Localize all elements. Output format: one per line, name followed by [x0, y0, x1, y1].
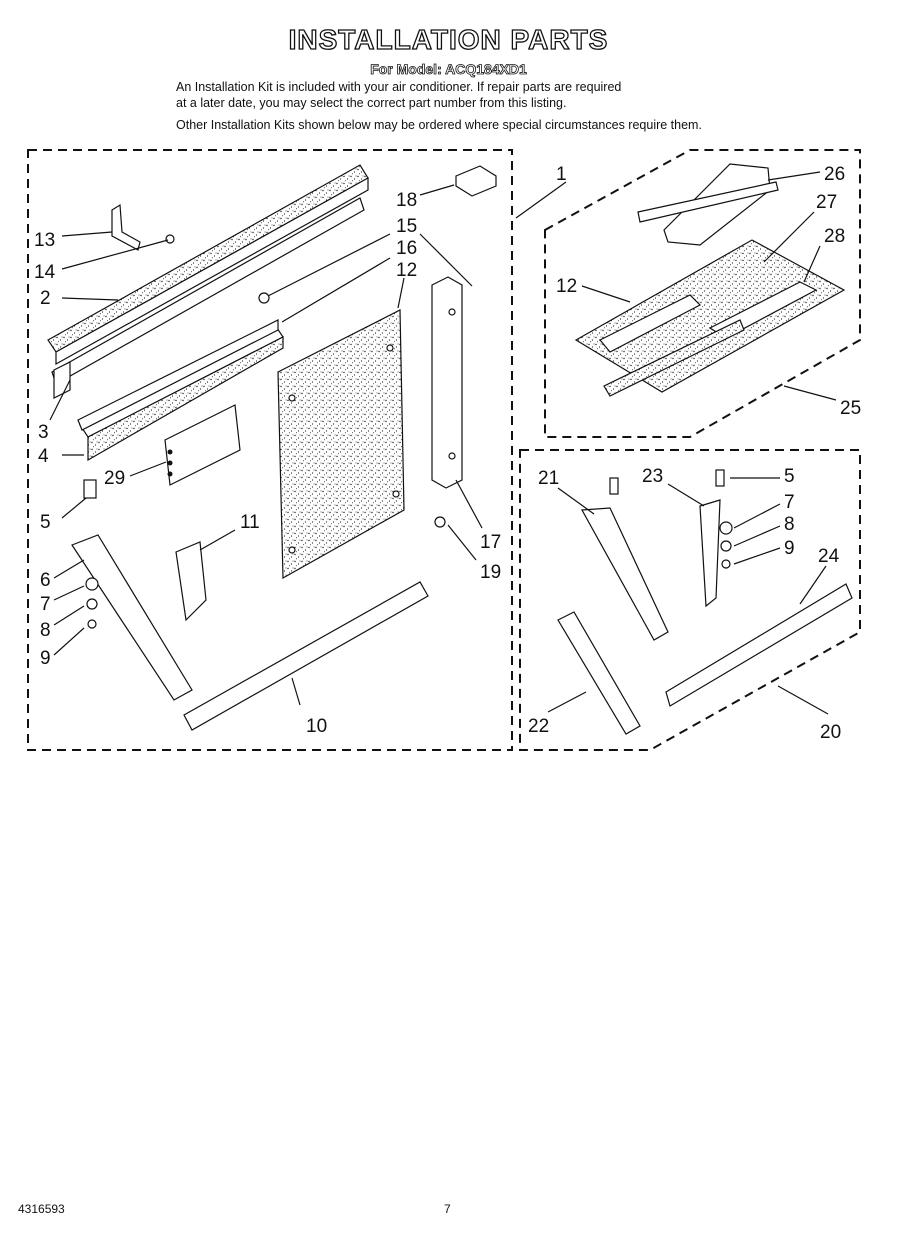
part-5-bolt — [83, 479, 97, 499]
bracket-bolt — [609, 477, 619, 495]
part-21-angle-bracket — [581, 507, 669, 641]
part-25-lower-strip — [603, 319, 745, 397]
part-8-lockwasher — [86, 598, 98, 610]
part-27-foam-base — [574, 239, 846, 393]
part-7-washer — [719, 521, 733, 535]
part-13-clip-bracket — [111, 203, 141, 251]
callout-13: 13 — [34, 230, 55, 251]
part-23-brace — [699, 499, 721, 608]
part-3-lower-rail — [53, 361, 71, 399]
callout-5: 5 — [40, 512, 51, 533]
part-8-lockwasher — [720, 540, 732, 552]
callout-26: 26 — [824, 164, 845, 185]
callout-14: 14 — [34, 262, 56, 283]
document-number: 4316593 — [18, 1202, 65, 1216]
callout-16: 16 — [396, 238, 417, 259]
part-5-bolt — [715, 469, 725, 487]
part-12-side-panel — [277, 309, 405, 580]
foam-kit-group — [544, 149, 861, 438]
panel-hole — [392, 490, 400, 498]
panel-hole — [386, 344, 394, 352]
callout-17: 17 — [480, 532, 501, 553]
bracket-kit-boundary — [519, 449, 861, 751]
part-7-washer — [85, 577, 99, 591]
part-18-foam-block — [455, 165, 497, 197]
part-14-screw — [165, 234, 175, 244]
part-29-holes — [167, 449, 173, 477]
part-12-ridge — [599, 294, 702, 353]
part-24-rail — [665, 583, 853, 707]
callout-11: 11 — [240, 512, 260, 533]
main-leader-lines — [49, 181, 567, 706]
part-2-top-seal-strip — [47, 164, 369, 353]
callout-23: 23 — [642, 466, 663, 487]
callout-10: 10 — [306, 716, 327, 737]
callout-7-bracket: 7 — [784, 492, 795, 513]
intro-line-1: An Installation Kit is included with you… — [176, 80, 622, 94]
part-29-seal-block — [164, 404, 241, 486]
foam-leader-lines — [581, 171, 837, 401]
part-16-channel — [77, 319, 279, 431]
callout-25: 25 — [840, 398, 861, 419]
intro-line-2: at a later date, you may select the corr… — [176, 96, 567, 110]
callout-8: 8 — [40, 620, 51, 641]
callout-12-foam: 12 — [556, 276, 577, 297]
callout-9: 9 — [40, 648, 51, 669]
callout-7: 7 — [40, 594, 51, 615]
post-hole — [448, 452, 456, 460]
foam-kit-boundary — [544, 149, 861, 438]
page-number: 7 — [444, 1202, 451, 1216]
callout-labels: 1 2 3 4 5 6 7 8 9 10 11 12 13 14 15 16 1… — [34, 164, 861, 743]
callout-6: 6 — [40, 570, 51, 591]
post-hole — [448, 308, 456, 316]
callout-29: 29 — [104, 468, 125, 489]
bracket-leader-lines — [547, 477, 829, 715]
part-9-nut — [721, 559, 731, 569]
part-15-screw — [258, 292, 270, 304]
callout-9-bracket: 9 — [784, 538, 795, 559]
part-2-edge — [55, 176, 369, 366]
bracket-kit-group — [519, 449, 861, 751]
part-10-sill-rail — [183, 581, 429, 731]
callout-22: 22 — [528, 716, 549, 737]
callout-18: 18 — [396, 190, 417, 211]
part-11-brace — [175, 541, 207, 622]
main-kit-group — [27, 149, 513, 751]
callout-4: 4 — [38, 446, 49, 467]
callout-27: 27 — [816, 192, 837, 213]
panel-hole — [288, 394, 296, 402]
callout-19: 19 — [480, 562, 501, 583]
callout-12: 12 — [396, 260, 417, 281]
callout-15: 15 — [396, 216, 417, 237]
model-subtitle: For Model: ACQ184XD1 — [370, 61, 527, 78]
callout-24: 24 — [818, 546, 840, 567]
main-kit-boundary — [27, 149, 513, 751]
callout-21: 21 — [538, 468, 559, 489]
page-title: INSTALLATION PARTS — [288, 23, 609, 55]
callout-20: 20 — [820, 722, 841, 743]
part-22-lower-bracket — [557, 611, 641, 735]
part-17-vertical-post — [431, 276, 463, 489]
callout-2: 2 — [40, 288, 51, 309]
callout-1: 1 — [556, 164, 567, 185]
part-19-screw — [434, 516, 446, 528]
callout-28: 28 — [824, 226, 845, 247]
part-9-nut — [87, 619, 97, 629]
part-6-angle-support — [71, 534, 193, 701]
callout-5-bracket: 5 — [784, 466, 795, 487]
intro-text: An Installation Kit is included with you… — [176, 79, 621, 111]
part-4-foam — [87, 336, 284, 462]
callout-8-bracket: 8 — [784, 514, 795, 535]
panel-hole — [288, 546, 296, 554]
part-26-strip — [637, 181, 779, 223]
intro-line-3: Other Installation Kits shown below may … — [176, 118, 702, 132]
callout-3: 3 — [38, 422, 49, 443]
